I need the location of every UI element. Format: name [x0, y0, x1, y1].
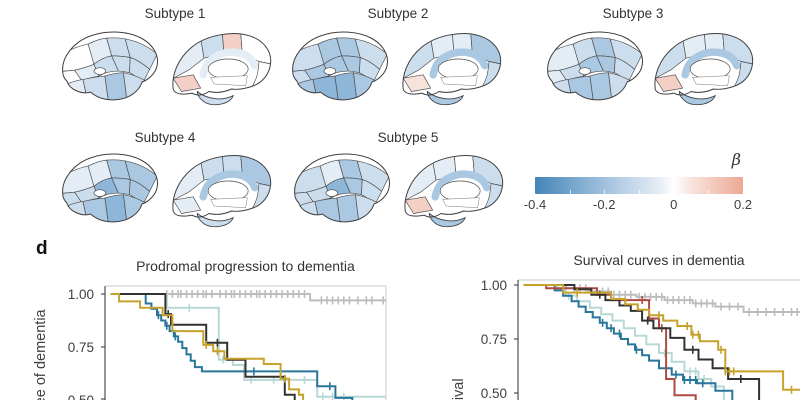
brain-medial-view	[172, 33, 272, 106]
brain-medial-view	[404, 155, 504, 228]
colorbar: β -0.4 -0.2 0 0.2	[524, 150, 752, 214]
brain-medial-subtype-2	[399, 29, 509, 109]
subtype-title-5: Subtype 5	[377, 130, 439, 145]
brain-medial-view	[402, 33, 502, 106]
colorbar-minor-tick	[639, 190, 640, 194]
brain-lateral-view	[292, 31, 389, 101]
brain-lateral-subtype-3	[539, 28, 651, 109]
brain-lateral-view	[62, 153, 159, 223]
colorbar-minor-tick	[673, 190, 675, 194]
km-plot-svg-2	[514, 279, 800, 400]
brain-lateral-view	[547, 31, 644, 101]
brain-lateral-subtype-1	[54, 28, 166, 109]
brain-lateral-view	[62, 31, 159, 101]
y-axis-tick-label: 0.75	[67, 340, 94, 355]
y-axis-tick-label: 0.50	[480, 386, 507, 400]
colorbar-beta-label: β	[731, 150, 741, 169]
colorbar-tick-labels: -0.4 -0.2 0 0.2	[524, 197, 752, 213]
y-axis-label-1: Free of dementia	[33, 309, 49, 400]
plot-title-1: Prodromal progression to dementia	[136, 258, 355, 274]
km-plot-2	[512, 278, 800, 400]
y-axis-tick-label: 0.50	[52, 393, 94, 400]
colorbar-minor-tick	[569, 190, 571, 194]
subtype-title-4: Subtype 4	[134, 130, 196, 145]
colorbar-minor-tick	[708, 190, 710, 194]
colorbar-tick-label: -0.2	[593, 197, 616, 212]
colorbar-minor-tick	[604, 190, 606, 194]
subtype-title-2: Subtype 2	[367, 6, 429, 21]
subtype-title-3: Subtype 3	[602, 6, 664, 21]
y-axis-tick-label: 1.00	[67, 287, 94, 302]
subtype-title-1: Subtype 1	[144, 6, 206, 21]
brain-medial-subtype-5	[401, 151, 511, 231]
km-plot-svg-1	[101, 285, 387, 400]
y-axis-tick-label: 0.75	[480, 332, 507, 347]
panel-d-label: d	[36, 238, 48, 259]
y-axis-label-2: Survival	[451, 378, 467, 400]
brain-lateral-subtype-4	[54, 150, 166, 231]
km-plot-1	[99, 284, 387, 400]
brain-medial-subtype-3	[651, 29, 761, 109]
brain-medial-subtype-4	[169, 151, 279, 231]
brain-lateral-subtype-5	[286, 150, 398, 231]
plot-title-2: Survival curves in dementia	[573, 252, 745, 268]
brain-medial-view	[654, 33, 754, 106]
colorbar-tick-label: -0.4	[523, 197, 547, 212]
y-axis-tick-label: 1.00	[480, 278, 507, 293]
colorbar-tick-label: 0	[670, 197, 678, 212]
brain-lateral-subtype-2	[284, 28, 396, 109]
brain-lateral-view	[294, 153, 391, 223]
colorbar-tick-label: 0.2	[733, 197, 753, 212]
colorbar-gradient	[535, 177, 743, 194]
brain-medial-subtype-1	[169, 29, 279, 109]
brain-medial-view	[172, 155, 272, 228]
